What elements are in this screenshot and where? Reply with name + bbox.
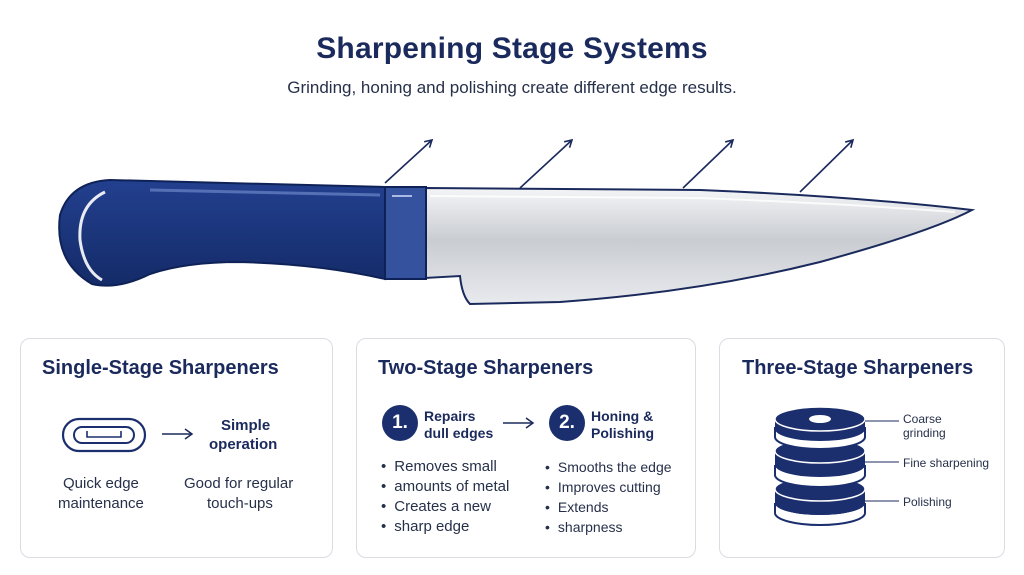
caption-line: maintenance	[58, 495, 144, 512]
bullet-item: Creates a new	[381, 497, 509, 517]
knife-illustration	[58, 138, 976, 306]
bullet-list-honing: Smooths the edge Improves cutting Extend…	[545, 457, 672, 537]
card-title: Two-Stage Sharpeners	[378, 357, 594, 379]
step-number-badge: 1.	[382, 405, 418, 441]
sharpener-slot-icon	[61, 417, 147, 453]
knife-bolster	[384, 186, 427, 280]
caption-line: touch-ups	[207, 495, 273, 512]
arrow-right-icon	[503, 417, 535, 429]
stacked-wheels-icon	[774, 406, 866, 526]
bullet-item: Smooths the edge	[545, 457, 672, 477]
wheel-label: Coarse	[903, 412, 942, 426]
wheel-label: Polishing	[903, 495, 952, 509]
card-title: Three-Stage Sharpeners	[742, 357, 974, 379]
wheel-label: grinding	[903, 426, 946, 440]
edge-arrow-icon	[384, 138, 434, 184]
edge-arrow-icon	[682, 138, 735, 189]
bullet-item: amounts of metal	[381, 477, 509, 497]
page-subtitle: Grinding, honing and polishing create di…	[287, 78, 737, 97]
bullet-item: Extends	[545, 497, 672, 517]
edge-arrow-icon	[799, 138, 855, 193]
step-label: dull edges	[424, 425, 494, 441]
single-stage-card: Single-Stage Sharpeners Simple operation…	[20, 338, 333, 558]
step-label: Honing &	[591, 408, 654, 424]
knife-handle	[58, 178, 386, 287]
caption-line: Quick edge	[63, 475, 139, 492]
knife-blade	[424, 186, 976, 306]
result-line: operation	[209, 436, 278, 453]
edge-arrow-icon	[519, 138, 574, 189]
bullet-item: sharpness	[545, 517, 672, 537]
three-stage-card: Three-Stage Sharpeners Coarse grinding F…	[719, 338, 1005, 558]
caption-line: Good for regular	[184, 475, 294, 492]
step-label: Polishing	[591, 425, 654, 441]
leader-lines	[865, 420, 899, 502]
page-title: Sharpening Stage Systems	[316, 32, 708, 65]
bullet-item: Removes small	[381, 457, 509, 477]
step-label: Repairs	[424, 408, 476, 424]
step-number-badge: 2.	[549, 405, 585, 441]
two-stage-card: Two-Stage Sharpeners 1. Repairs dull edg…	[356, 338, 696, 558]
bullet-list-grinding: Removes small amounts of metal Creates a…	[381, 457, 509, 537]
bullet-item: Improves cutting	[545, 477, 672, 497]
arrow-right-icon	[162, 428, 194, 440]
result-line: Simple	[221, 417, 271, 434]
bullet-item: sharp edge	[381, 517, 509, 537]
wheel-label: Fine sharpening	[903, 456, 990, 470]
card-title: Single-Stage Sharpeners	[42, 357, 279, 379]
